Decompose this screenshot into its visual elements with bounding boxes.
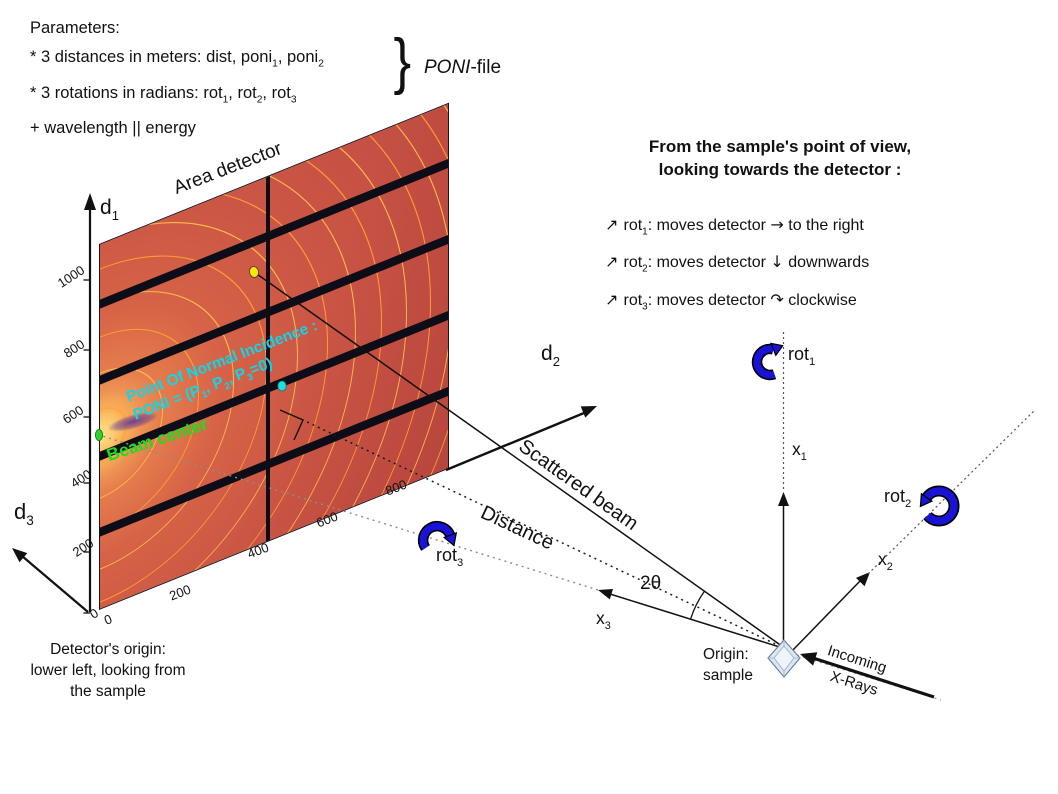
parameters-title: Parameters: (30, 19, 120, 37)
x2-axis (790, 579, 862, 653)
incoming-arrowhead-icon (800, 652, 818, 666)
rot3-label: rot3 (436, 545, 464, 570)
incoming-xrays-arrow (812, 656, 935, 699)
x2-arrowhead-icon (856, 572, 870, 587)
rot1-arrow-icon (751, 342, 784, 381)
viewpoint-header-line1: From the sample's point of view, (648, 137, 912, 156)
parameters-rotations: * 3 rotations in radians: rot1, rot2, ro… (30, 83, 297, 106)
incoming-beam-dotted-line (796, 654, 942, 701)
poni-point-dot (277, 380, 287, 392)
caption-line1: Detector's origin: (50, 641, 166, 658)
parameters-block: Parameters: * 3 distances in meters: dis… (30, 14, 324, 143)
x2-axis-label: x2 (878, 549, 893, 573)
d2-axis (445, 411, 585, 472)
x1-arrowhead-icon (778, 492, 789, 506)
origin-label-line2: sample (703, 667, 753, 684)
rot3-bullet: ↗ rot3: moves detector ↷ clockwise (605, 289, 857, 313)
d3-arrowhead-icon (12, 548, 28, 563)
d3-axis-label: d3 (14, 499, 34, 529)
d2-arrowhead-icon (580, 406, 597, 418)
rotation-bullets: ↗ rot1: moves detector → to the right ↗ … (605, 210, 869, 322)
rot2-bullet: ↗ rot2: moves detector ↓ downwards (605, 252, 870, 275)
x1-axis-label: x1 (792, 439, 807, 463)
d3-axis (21, 555, 89, 613)
sample-diamond-icon (767, 639, 801, 678)
parameters-wavelength: + wavelength || energy (30, 119, 196, 138)
d1-arrowhead-icon (84, 193, 96, 210)
rot1-label: rot1 (788, 344, 816, 369)
caption-line3: the sample (70, 683, 146, 700)
d2-axis-label: d2 (541, 342, 560, 369)
origin-sample-label: Origin: sample (703, 644, 753, 686)
poni-file-label: PONI-file (424, 57, 502, 78)
x3-axis (609, 593, 787, 650)
rot3-arrow-icon (417, 520, 458, 551)
d1-axis-ticks (83, 279, 90, 614)
d1-axis-label: d1 (100, 196, 119, 223)
parameters-distances: * 3 distances in meters: dist, poni1, po… (30, 48, 324, 70)
scattered-point-dot (249, 266, 259, 278)
beam-center-dot (95, 428, 104, 441)
poni-file-brace: } (393, 27, 412, 96)
origin-label-line1: Origin: (703, 646, 749, 663)
rot1-bullet: ↗ rot1: moves detector → to the right (605, 215, 864, 238)
distance-dotted-line (302, 419, 787, 650)
x3-axis-label: x3 (596, 608, 611, 632)
viewpoint-header: From the sample's point of view, looking… (580, 135, 980, 181)
x3-arrowhead-icon (598, 589, 613, 600)
right-angle-mark (279, 409, 304, 441)
detector-origin-caption: Detector's origin: lower left, looking f… (8, 639, 208, 702)
two-theta-label: 2θ (640, 573, 662, 594)
scattered-beam-line (253, 271, 787, 650)
rot2-label: rot2 (884, 486, 912, 511)
viewpoint-header-line2: looking towards the detector : (658, 160, 902, 179)
caption-line2: lower left, looking from (30, 662, 186, 679)
rot2-arrow-icon (919, 485, 960, 527)
